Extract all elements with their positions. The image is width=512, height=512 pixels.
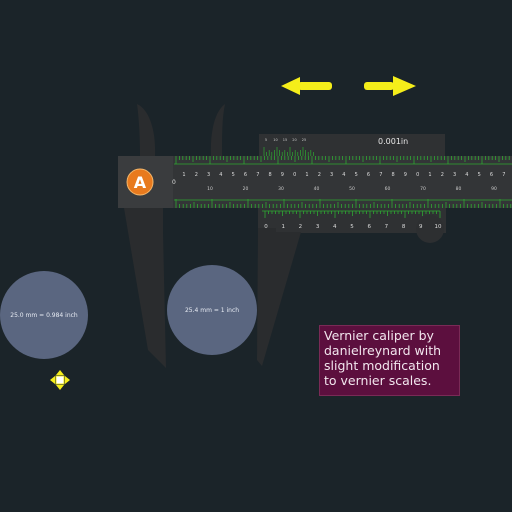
scale-label: 7	[385, 224, 389, 230]
scale-label: 10	[207, 186, 213, 192]
move-left-arrow[interactable]	[281, 77, 332, 95]
scale-label: 2	[299, 224, 303, 230]
zero-label: 0	[172, 179, 176, 186]
upper-fixed-jaw	[137, 104, 156, 156]
scale-label: 3	[207, 172, 210, 178]
scale-label: 8	[402, 224, 406, 230]
scale-label: 6	[367, 172, 370, 178]
scale-label: 10	[435, 224, 442, 230]
scale-label: 4	[219, 172, 222, 178]
scale-label: 20	[243, 186, 249, 192]
scale-label: 1	[281, 224, 285, 230]
scale-label: 3	[453, 172, 456, 178]
scale-label: 15	[283, 138, 287, 142]
scale-label: 5	[350, 224, 354, 230]
logo-letter: A	[134, 173, 147, 192]
disk-25mm-label: 25.0 mm = 0.984 inch	[10, 311, 78, 319]
lower-slide-jaw	[257, 232, 301, 366]
disk-1inch: 25.4 mm = 1 inch	[167, 265, 257, 355]
credits-note: Vernier caliper by danielreynard with sl…	[319, 325, 460, 396]
lower-fixed-jaw	[124, 208, 166, 368]
scale-label: 9	[404, 172, 407, 178]
scale-label: 80	[456, 186, 462, 192]
scale-label: 2	[318, 172, 321, 178]
scale-label: 3	[330, 172, 333, 178]
scale-label: 4	[465, 172, 468, 178]
scale-label: 4	[342, 172, 345, 178]
scale-label: 1	[428, 172, 431, 178]
scale-label: 9	[419, 224, 423, 230]
scale-label: 1	[305, 172, 308, 178]
scale-label: 5	[232, 172, 235, 178]
scale-label: 0	[416, 172, 419, 178]
scale-label: 5	[355, 172, 358, 178]
scale-label: 7	[256, 172, 259, 178]
logo-badge	[126, 168, 154, 196]
upper-slide-jaw	[210, 104, 225, 156]
disk-1inch-label: 25.4 mm = 1 inch	[184, 306, 240, 314]
scale-label: 7	[379, 172, 382, 178]
scale-label: 1	[182, 172, 185, 178]
scale-label: 4	[333, 224, 337, 230]
scale-label: 0	[293, 172, 296, 178]
scale-label: 30	[278, 186, 284, 192]
scale-label: 60	[385, 186, 391, 192]
scale-label: 8	[269, 172, 272, 178]
lower-slide-neck	[258, 228, 276, 258]
disk-25mm: 25.0 mm = 0.984 inch	[0, 271, 88, 359]
scale-label: 90	[491, 186, 497, 192]
scale-label: 2	[195, 172, 198, 178]
scale-label: 40	[314, 186, 320, 192]
scale-label: 9	[281, 172, 284, 178]
scale-label: 7	[502, 172, 505, 178]
scale-label: 70	[420, 186, 426, 192]
scale-label: 0	[264, 224, 268, 230]
scale-label: 2	[441, 172, 444, 178]
vernier-scale: 0 1 2 3 4 5 6 7 8 9 10	[262, 210, 442, 230]
scale-label: 5	[478, 172, 481, 178]
scale-label: 20	[292, 138, 296, 142]
reading-display: 0.001in	[378, 137, 409, 146]
scale-label: 6	[367, 224, 371, 230]
scale-label: 8	[392, 172, 395, 178]
scale-label: 10	[273, 138, 277, 142]
thumb-wheel[interactable]	[416, 215, 444, 243]
scale-label: 50	[349, 186, 355, 192]
scale-label: 25	[302, 138, 306, 142]
vernier-top-mini-scale: 5 10 15 20 25	[263, 138, 314, 156]
scale-label: 3	[316, 224, 320, 230]
drag-handle-icon[interactable]	[50, 370, 70, 390]
scale-label: 6	[490, 172, 493, 178]
scale-label: 5	[265, 138, 267, 142]
move-right-arrow[interactable]	[364, 76, 416, 96]
main-beam	[118, 156, 512, 208]
scale-label: 6	[244, 172, 247, 178]
